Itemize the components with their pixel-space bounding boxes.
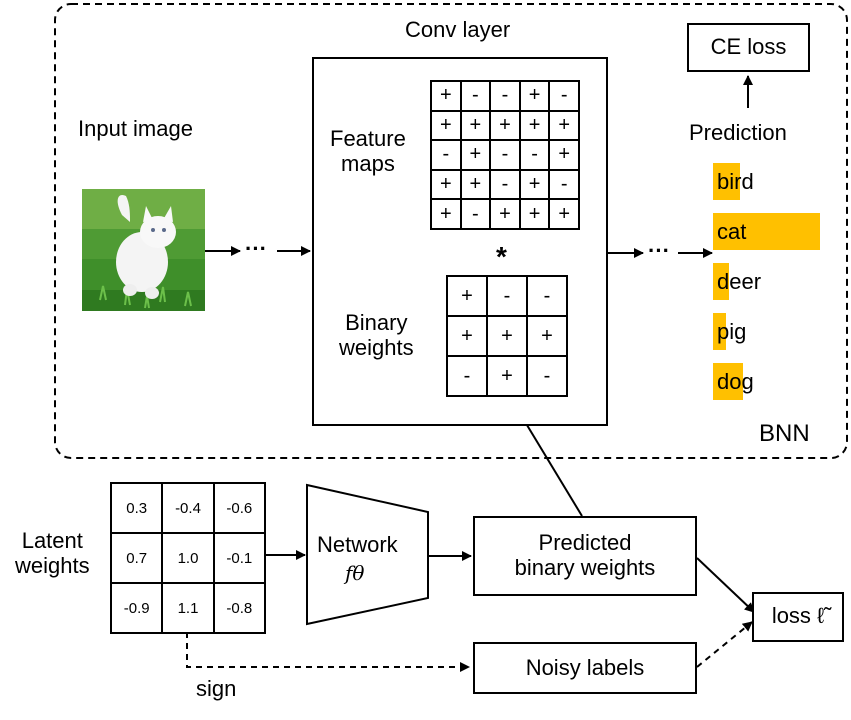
- feature-map-cell: +: [431, 81, 461, 111]
- latent-weight-cell: 0.7: [111, 533, 163, 583]
- ellipsis-right: ···: [648, 238, 670, 263]
- feature-map-cell: +: [460, 110, 491, 141]
- feature-map-cell: +: [549, 199, 579, 229]
- feature-map-cell: -: [431, 140, 461, 170]
- feature-map-cell: -: [460, 199, 491, 229]
- input-image-label: Input image: [78, 116, 193, 141]
- latent-weight-cell: 1.1: [162, 583, 214, 633]
- latent-weight-cell: 0.3: [111, 483, 163, 533]
- network-label: Network: [317, 532, 398, 557]
- feature-map-cell: +: [519, 110, 550, 141]
- prediction-label: Prediction: [689, 120, 787, 145]
- prediction-bar-label: cat: [717, 219, 747, 244]
- feature-map-cell: -: [549, 169, 579, 200]
- loss-label: loss ℓ̃: [771, 603, 825, 628]
- binary-weight-cell: -: [447, 356, 487, 396]
- feature-map-cell: +: [519, 169, 550, 200]
- latent-weight-cell: -0.8: [213, 583, 265, 633]
- feature-map-cell: +: [460, 169, 491, 200]
- prediction-bar-label: bird: [717, 169, 754, 194]
- feature-map-cell: +: [431, 169, 461, 200]
- prediction-bar-pig: [713, 313, 726, 350]
- feature-map-cell: +: [549, 110, 579, 141]
- feature-map-cell: +: [490, 199, 520, 229]
- binary-weights-grid: +--+++-+-: [446, 275, 568, 397]
- latent-weight-cell: -0.4: [162, 483, 214, 533]
- predicted-binary-weights-box: [473, 516, 697, 596]
- prediction-bar-label: deer: [717, 269, 762, 294]
- binary-weight-cell: -: [487, 276, 527, 316]
- latent-weight-cell: -0.9: [111, 583, 163, 633]
- ce-loss-label: CE loss: [710, 34, 787, 59]
- binary-weights-label: Binary weights: [339, 310, 414, 361]
- arrow-predicted-to-loss: [696, 557, 755, 613]
- sign-label: sign: [196, 676, 237, 701]
- binary-weight-cell: +: [527, 316, 567, 356]
- binary-weight-cell: -: [527, 356, 567, 396]
- conv-layer-label: Conv layer: [405, 17, 511, 42]
- network-trapezoid: [306, 483, 429, 626]
- latent-weights-label: Latent weights: [15, 528, 90, 579]
- bnn-label: BNN: [759, 420, 810, 447]
- prediction-bar-label: dog: [717, 369, 754, 394]
- prediction-bar-deer: [713, 263, 729, 300]
- feature-map-cell: -: [519, 140, 550, 170]
- feature-map-cell: +: [490, 110, 520, 141]
- feature-maps-grid: +--+-+++++-+--+++-+-+-+++: [430, 80, 580, 230]
- bnn-boundary: [54, 3, 848, 459]
- predicted-binary-weights-label: Predicted binary weights: [514, 530, 656, 581]
- prediction-bar-label: pig: [717, 319, 747, 344]
- binary-weight-cell: +: [487, 356, 527, 396]
- arrow-noisy-to-loss: [696, 621, 753, 668]
- feature-map-cell: +: [519, 81, 550, 111]
- feature-map-cell: -: [490, 81, 520, 111]
- feature-map-cell: +: [549, 140, 579, 170]
- binary-weight-cell: +: [447, 316, 487, 356]
- noisy-labels-label: Noisy labels: [525, 655, 645, 680]
- feature-map-cell: +: [431, 110, 461, 141]
- noisy-labels-box: [473, 642, 697, 694]
- feature-map-cell: -: [490, 140, 520, 170]
- latent-weight-cell: -0.6: [213, 483, 265, 533]
- latent-weight-cell: -0.1: [213, 533, 265, 583]
- conv-operator: *: [496, 241, 507, 272]
- latent-weight-cell: 1.0: [162, 533, 214, 583]
- prediction-bar-bird: [713, 163, 740, 200]
- feature-maps-label: Feature maps: [330, 126, 406, 177]
- feature-map-cell: +: [519, 199, 550, 229]
- feature-map-cell: +: [431, 199, 461, 229]
- feature-map-cell: -: [460, 81, 491, 111]
- ellipsis-left: ···: [245, 236, 267, 261]
- loss-box: [752, 592, 844, 642]
- ce-loss-box: [687, 23, 810, 72]
- input-image: [82, 189, 205, 311]
- binary-weight-cell: +: [447, 276, 487, 316]
- arrow-sign-to-noisy: [186, 632, 470, 672]
- feature-map-cell: -: [490, 169, 520, 200]
- prediction-bar-dog: [713, 363, 743, 400]
- binary-weight-cell: +: [487, 316, 527, 356]
- network-symbol: fθ: [345, 561, 365, 585]
- feature-map-cell: +: [460, 140, 491, 170]
- binary-weight-cell: -: [527, 276, 567, 316]
- feature-map-cell: -: [549, 81, 579, 111]
- prediction-bar-cat: [713, 213, 820, 250]
